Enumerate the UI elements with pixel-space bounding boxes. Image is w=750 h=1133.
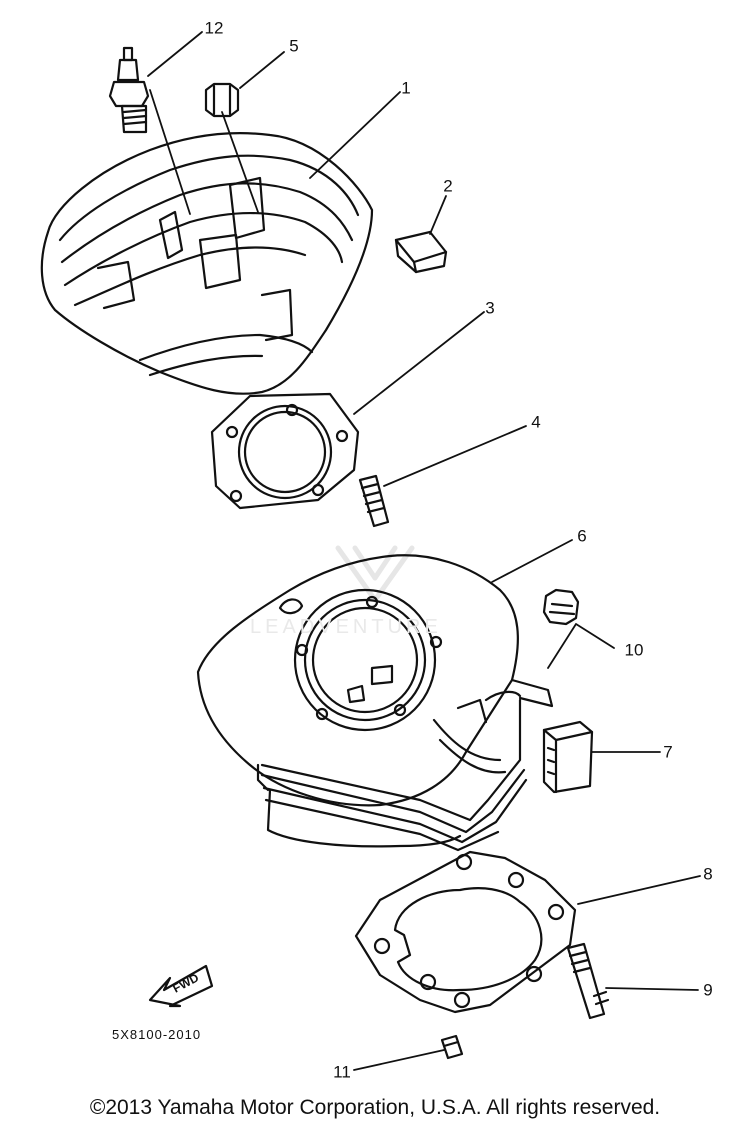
callout-3: 3 bbox=[485, 298, 495, 318]
spark-plug-part bbox=[108, 46, 150, 134]
dowel-pin-part bbox=[440, 1034, 464, 1060]
head-gasket-part bbox=[210, 392, 360, 510]
damper-block-part bbox=[394, 230, 448, 274]
callout-6: 6 bbox=[577, 526, 587, 546]
callout-7: 7 bbox=[663, 742, 673, 762]
callout-8: 8 bbox=[703, 864, 713, 884]
callout-1: 1 bbox=[401, 78, 411, 98]
copyright-notice: ©2013 Yamaha Motor Corporation, U.S.A. A… bbox=[89, 1096, 661, 1119]
callout-11: 11 bbox=[333, 1062, 351, 1082]
callout-2: 2 bbox=[443, 176, 453, 196]
callout-4: 4 bbox=[531, 412, 541, 432]
watermark-text: LEADVENTURE bbox=[250, 616, 442, 638]
callout-9: 9 bbox=[703, 980, 713, 1000]
cylinder-nut-part bbox=[542, 588, 580, 626]
callout-12: 12 bbox=[204, 18, 224, 38]
base-gasket-part bbox=[354, 850, 577, 1014]
leader-lines bbox=[147, 31, 701, 1071]
cylinder-head-part bbox=[40, 132, 374, 395]
stud-bolt-lower-part bbox=[566, 942, 610, 1020]
diagram-part-code: 5X8100-2010 bbox=[112, 1027, 202, 1042]
callout-5: 5 bbox=[289, 36, 299, 56]
stud-bolt-upper-part bbox=[358, 474, 390, 528]
cylinder-part bbox=[196, 554, 554, 852]
head-nut-part bbox=[204, 82, 240, 118]
fwd-arrow-icon bbox=[148, 964, 214, 1008]
callout-10: 10 bbox=[624, 640, 644, 660]
cylinder-damper-part bbox=[542, 720, 594, 794]
